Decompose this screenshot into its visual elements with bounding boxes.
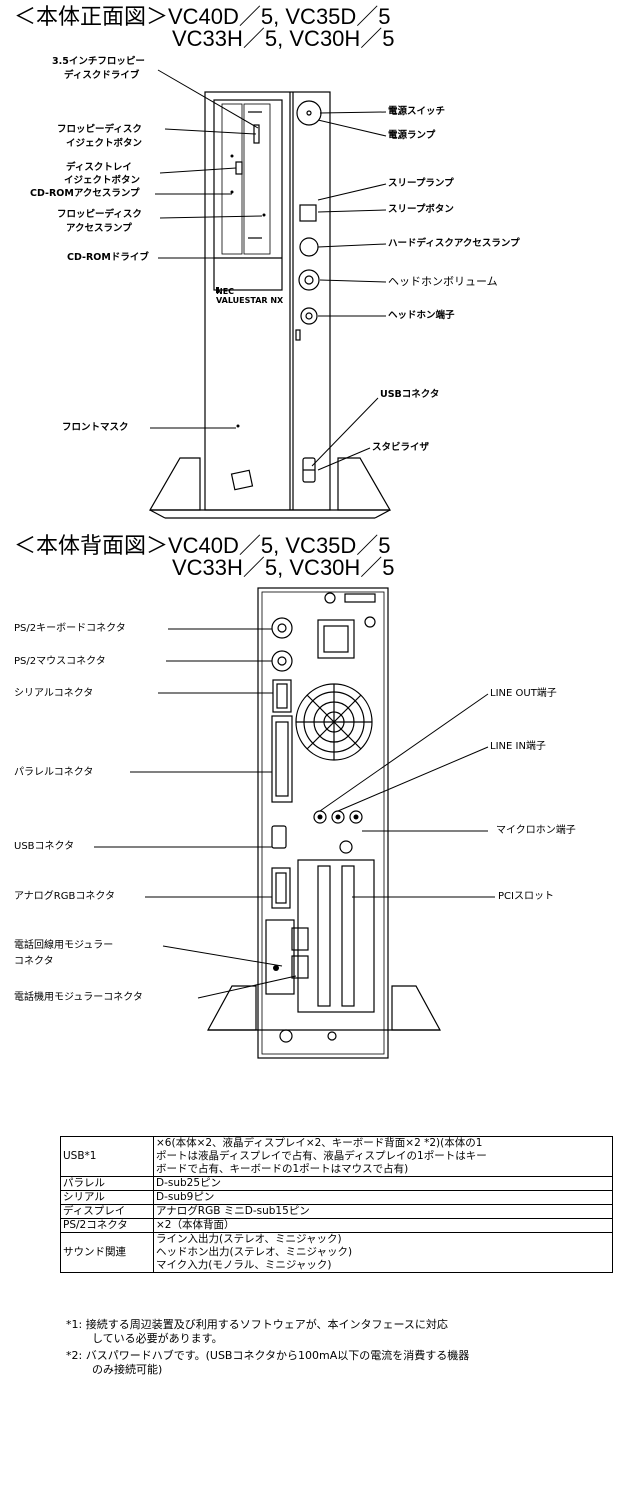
front-case-model-text: VALUESTAR NX	[216, 296, 284, 305]
note-2-line2: のみ接続可能)	[92, 1363, 163, 1376]
label-fd-eject-line2: イジェクトボタン	[66, 138, 143, 149]
label-hp-jack: ヘッドホン端子	[388, 310, 455, 321]
front-title-line2: VC33H／5, VC30H／5	[172, 26, 395, 51]
note-2-line1: *2: バスパワードハブです。(USBコネクタから100mA以下の電流を消費する…	[66, 1349, 470, 1362]
back-view-diagram	[94, 587, 495, 1059]
label-front-mask: フロントマスク	[62, 422, 129, 433]
spec-value-line: ライン入出力(ステレオ、ミニジャック)	[156, 1233, 342, 1245]
label-line-out: LINE OUT端子	[490, 688, 557, 699]
label-stabilizer: スタビライザ	[372, 442, 430, 453]
spec-value-line: アナログRGB ミニD-sub15ピン	[156, 1205, 310, 1217]
front-case-logo-text: NEC	[216, 287, 235, 296]
label-parallel: パラレルコネクタ	[14, 767, 94, 778]
label-sleep-lamp: スリープランプ	[388, 178, 454, 189]
label-usb-back: USBコネクタ	[14, 841, 75, 852]
spec-value-line: ×6(本体×2、液晶ディスプレイ×2、キーボード背面×2 *2)(本体の1	[156, 1137, 483, 1149]
spec-key-cell: USB*1	[60, 1136, 154, 1177]
label-rgb: アナログRGBコネクタ	[14, 891, 115, 902]
label-ps2-keyboard: PS/2キーボードコネクタ	[14, 623, 126, 634]
spec-key-cell: シリアル	[60, 1190, 154, 1205]
spec-value-cell: アナログRGB ミニD-sub15ピン	[153, 1204, 613, 1219]
label-tray-eject-line2: イジェクトボタン	[64, 175, 141, 186]
label-ps2-mouse: PS/2マウスコネクタ	[14, 656, 106, 667]
table-row: ディスプレイアナログRGB ミニD-sub15ピン	[60, 1204, 613, 1219]
label-serial: シリアルコネクタ	[14, 688, 94, 699]
label-fd-access-line2: アクセスランプ	[66, 223, 132, 234]
front-title-line1: ＜本体正面図＞VC40D／5, VC35D／5	[14, 4, 391, 29]
table-row: サウンド関連ライン入出力(ステレオ、ミニジャック)ヘッドホン出力(ステレオ、ミニ…	[60, 1232, 613, 1273]
note-1-line1: *1: 接続する周辺装置及び利用するソフトウェアが、本インタフェースに対応	[66, 1318, 448, 1331]
spec-value-cell: ライン入出力(ステレオ、ミニジャック)ヘッドホン出力(ステレオ、ミニジャック)マ…	[153, 1232, 613, 1273]
back-title-line2: VC33H／5, VC30H／5	[172, 555, 395, 580]
back-title-line1: ＜本体背面図＞VC40D／5, VC35D／5	[14, 533, 391, 558]
label-tel-set: 電話機用モジュラーコネクタ	[14, 992, 143, 1003]
label-line-in: LINE IN端子	[490, 741, 546, 752]
label-tel-line-line2: コネクタ	[14, 956, 54, 967]
spec-value-line: D-sub9ピン	[156, 1191, 215, 1203]
spec-key-cell: サウンド関連	[60, 1232, 154, 1273]
front-view-diagram	[148, 69, 392, 519]
label-fd-eject-line1: フロッピーディスク	[57, 124, 142, 135]
spec-value-cell: D-sub9ピン	[153, 1190, 613, 1205]
spec-value-line: マイク入力(モノラル、ミニジャック)	[156, 1259, 332, 1271]
label-cd-access: CD-ROMアクセスランプ	[30, 188, 140, 199]
label-tel-line-line1: 電話回線用モジュラー	[14, 940, 114, 951]
label-cd-drive: CD-ROMドライブ	[67, 252, 149, 263]
interface-spec-table: USB*1×6(本体×2、液晶ディスプレイ×2、キーボード背面×2 *2)(本体…	[60, 1136, 613, 1273]
label-fdd-line2: ディスクドライブ	[64, 70, 140, 81]
label-hdd-lamp: ハードディスクアクセスランプ	[388, 238, 520, 249]
spec-value-line: ポートは液晶ディスプレイで占有、液晶ディスプレイの1ポートはキー	[156, 1150, 487, 1162]
label-fd-access-line1: フロッピーディスク	[57, 209, 142, 220]
label-power-lamp: 電源ランプ	[388, 130, 436, 141]
spec-key-cell: ディスプレイ	[60, 1204, 154, 1219]
spec-value-line: D-sub25ピン	[156, 1177, 222, 1189]
spec-value-line: ヘッドホン出力(ステレオ、ミニジャック)	[156, 1246, 353, 1258]
label-pci: PCIスロット	[498, 891, 554, 902]
spec-value-cell: ×2（本体背面）	[153, 1218, 613, 1233]
spec-key-cell: パラレル	[60, 1176, 154, 1191]
note-1-line2: している必要があります。	[92, 1332, 223, 1345]
spec-value-line: ×2（本体背面）	[156, 1219, 235, 1231]
spec-value-cell: D-sub25ピン	[153, 1176, 613, 1191]
label-sleep-button: スリープボタン	[388, 204, 454, 215]
table-row: USB*1×6(本体×2、液晶ディスプレイ×2、キーボード背面×2 *2)(本体…	[60, 1136, 613, 1177]
label-usb-front: USBコネクタ	[380, 389, 440, 400]
label-fdd-line1: 3.5インチフロッピー	[52, 56, 145, 67]
label-mic: マイクロホン端子	[496, 825, 576, 836]
label-hp-volume: ヘッドホンボリューム	[388, 275, 498, 288]
spec-value-line: ボードで占有、キーボードの1ポートはマウスで占有)	[156, 1163, 409, 1175]
table-row: PS/2コネクタ×2（本体背面）	[60, 1218, 613, 1233]
spec-key-cell: PS/2コネクタ	[60, 1218, 154, 1233]
label-power-switch: 電源スイッチ	[388, 106, 446, 117]
label-tray-eject-line1: ディスクトレイ	[66, 162, 132, 173]
